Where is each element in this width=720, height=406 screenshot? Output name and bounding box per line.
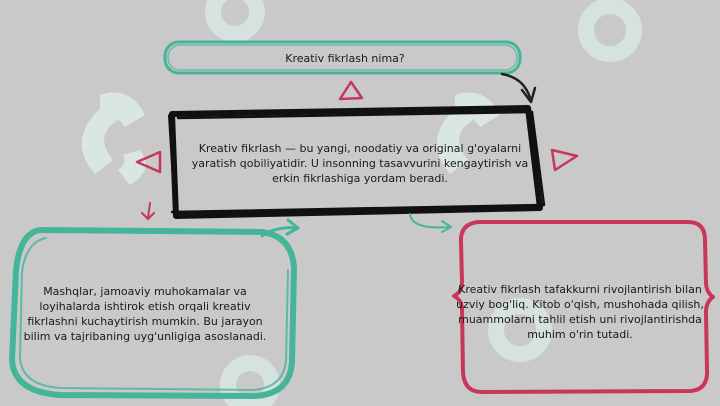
definition-box [168,105,546,219]
question-box [163,40,522,75]
arrowhead-to-definition [520,86,537,104]
arrow-to-development [409,213,451,229]
practice-box [8,226,298,400]
practice-text: Mashqlar, jamoaviy muhokamalar va loyiha… [23,285,267,343]
question-text: Kreativ fikrlash nima? [285,52,405,65]
arrowhead-practice [285,218,300,236]
arrow-to-practice [141,202,155,221]
development-box [452,220,715,394]
triangle-marker-left [135,150,162,174]
definition-text: Kreativ fikrlash — bu yangi, noodatiy va… [191,142,529,185]
watermark-logo-left [81,92,146,185]
arrowhead-development [441,220,452,233]
development-text: Kreativ fikrlash tafakkurni rivojlantiri… [456,283,704,341]
triangle-marker-right [550,148,579,172]
triangle-marker-top [338,80,364,101]
arrow-to-definition [500,72,532,100]
